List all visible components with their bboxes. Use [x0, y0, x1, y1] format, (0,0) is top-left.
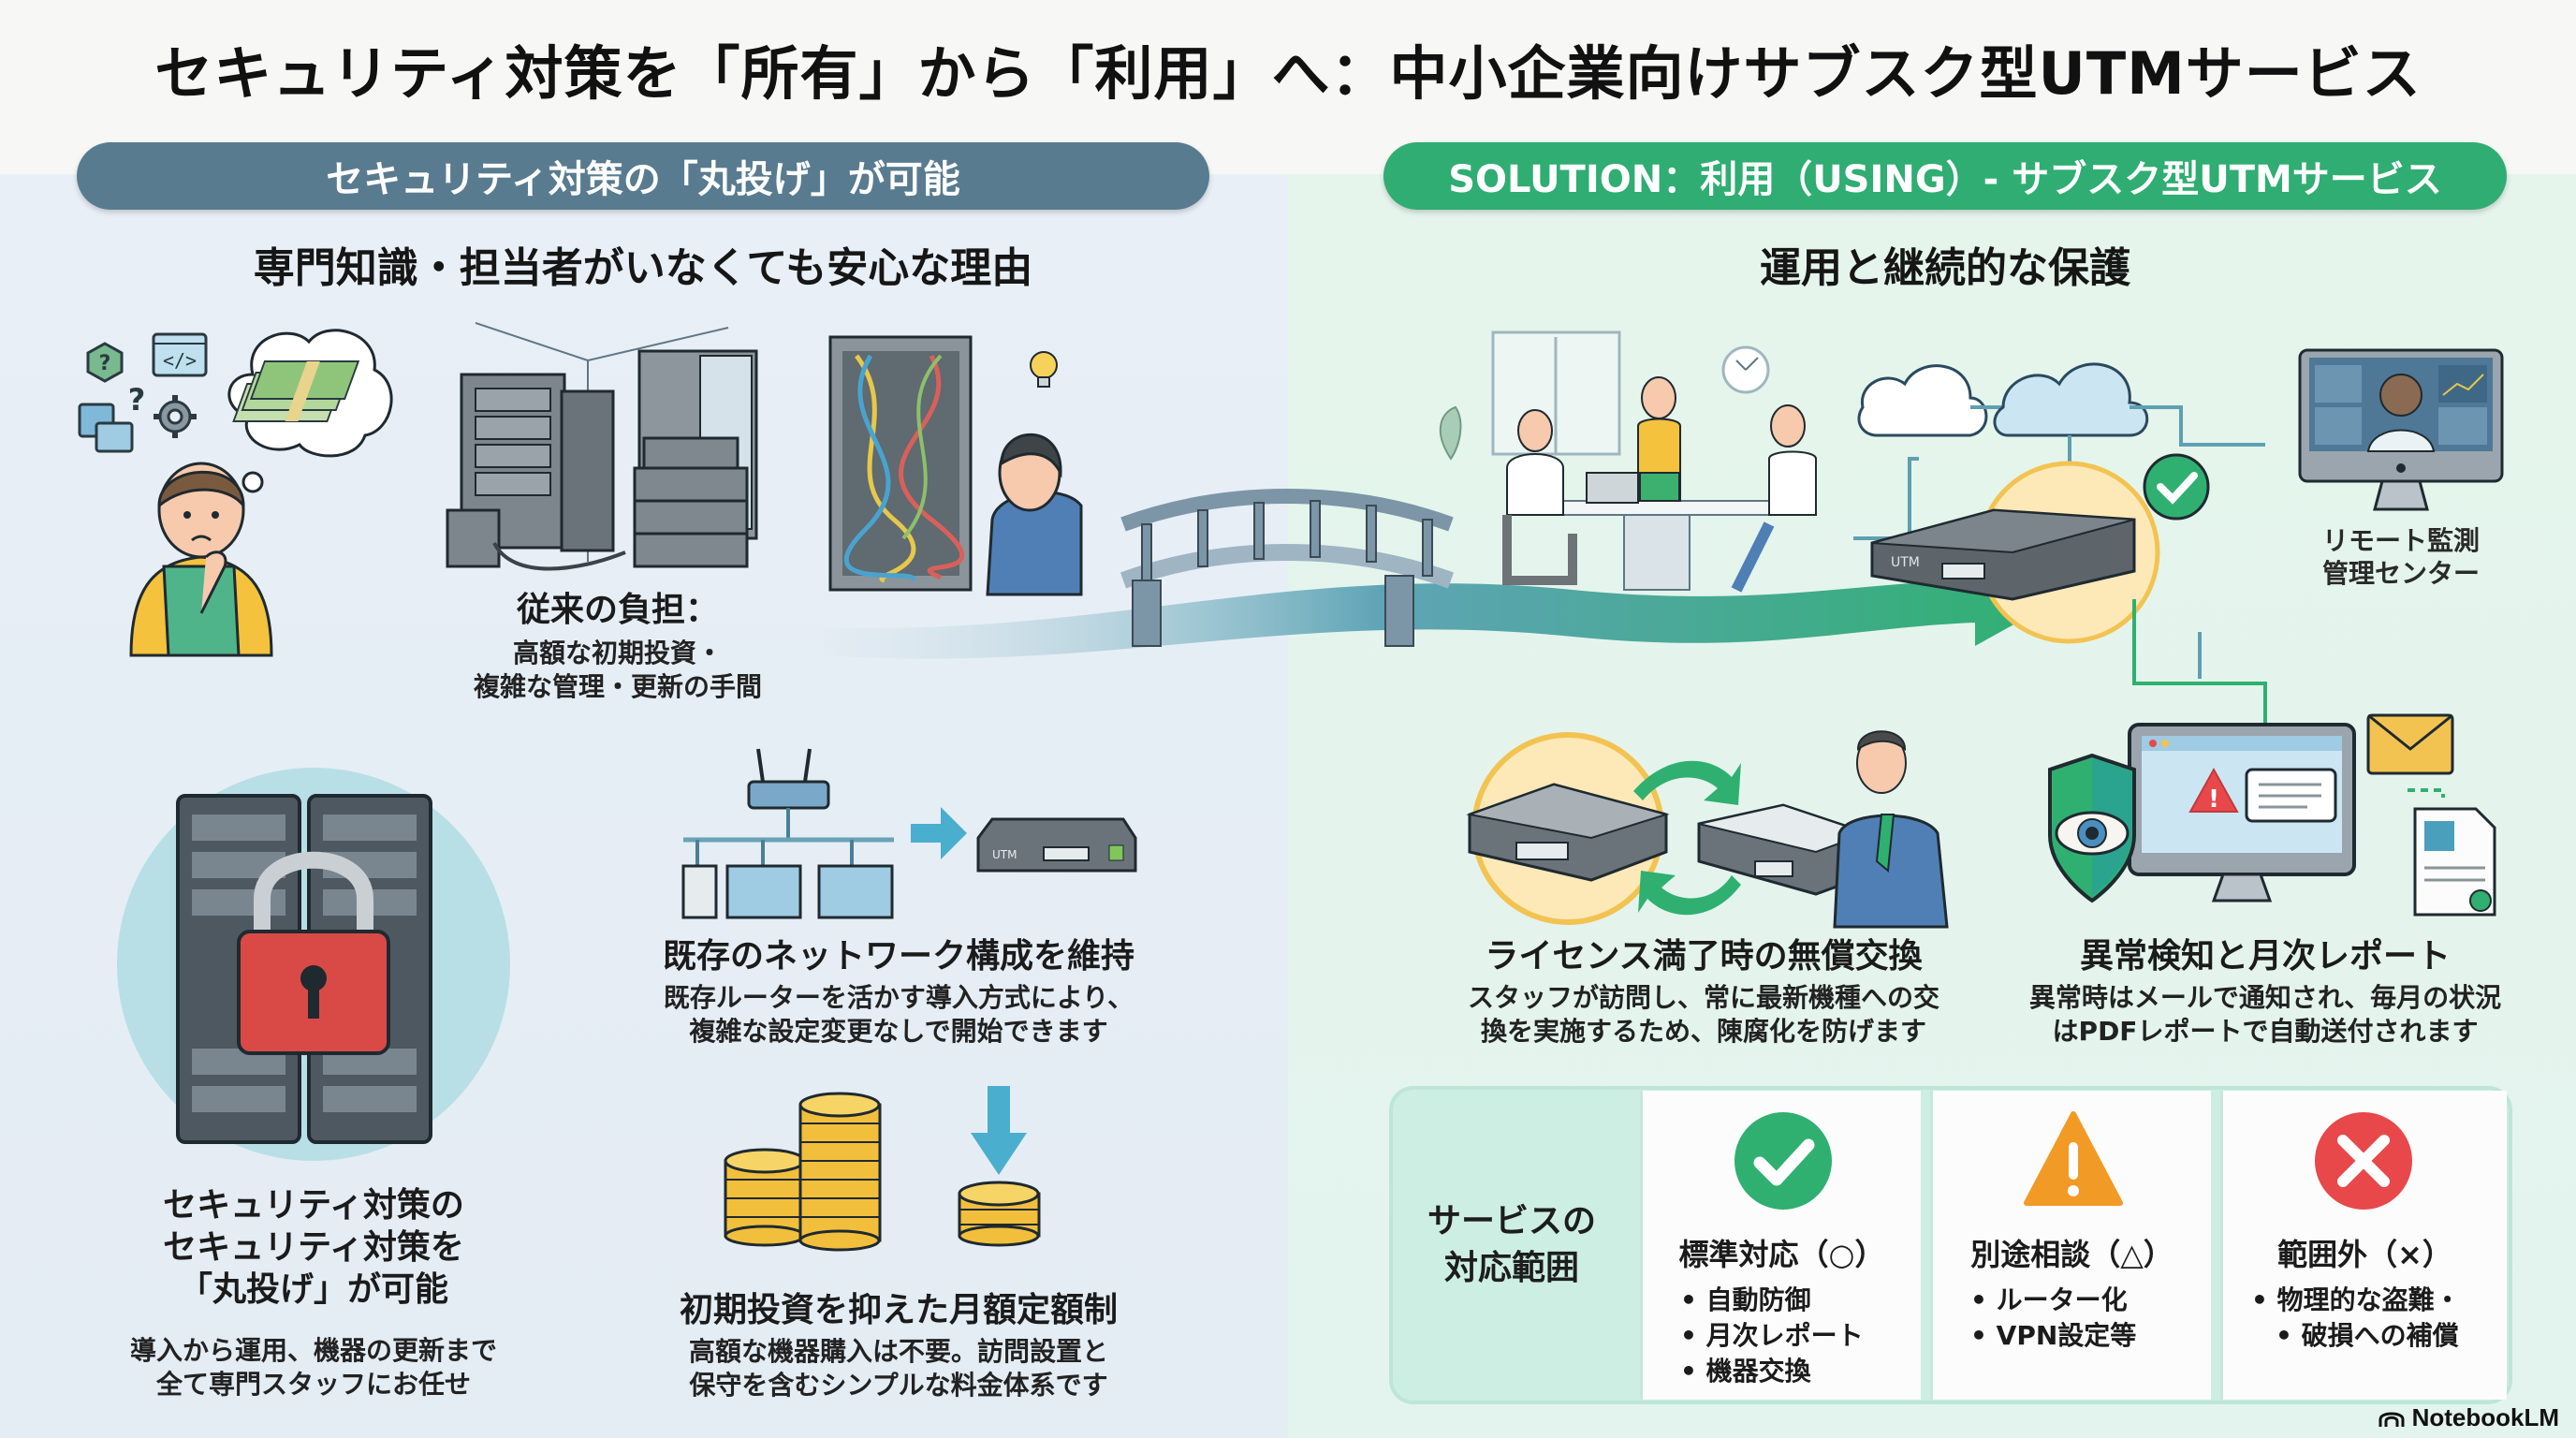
scope-column-excluded: 範囲外（×） 物理的な盗難・ 破損への補償 [2220, 1091, 2507, 1400]
right-section-header: SOLUTION：利用（USING）- サブスク型UTMサービス [1383, 142, 2507, 210]
replacement-body-line: スタッフが訪問し、常に最新機種への交 [1467, 982, 1939, 1013]
monitoring-body-line: はPDFレポートで自動送付されます [2052, 1016, 2479, 1048]
burden-line: 高額な初期投資・ [512, 638, 723, 668]
network-body-line: 既存ルーターを活かす導入方式により、 [663, 982, 1134, 1013]
scope-heading: 範囲外（×） [2277, 1237, 2452, 1272]
network-title: 既存のネットワーク構成を維持 [662, 937, 1134, 976]
monitoring-body-line: 異常時はメールで通知され、毎月の状況 [2028, 982, 2502, 1013]
scope-item: 物理的な盗難・ [2251, 1283, 2461, 1318]
tangled-cables-rack-illustration [828, 335, 1083, 596]
remote-center-label: リモート監測 管理センター [2284, 524, 2518, 590]
thought-bubble-money [227, 329, 393, 508]
outsourcing-body: 導入から運用、機器の更新まで 全て専門スタッフにお任せ [94, 1334, 534, 1402]
service-scope-label: サービスの 対応範囲 [1395, 1198, 1629, 1293]
remote-monitoring-monitor [2298, 348, 2504, 511]
replacement-title: ライセンス満了時の無償交換 [1485, 937, 1923, 976]
x-circle-icon [2315, 1112, 2412, 1210]
outsourcing-body-line: 全て専門スタッフにお任せ [155, 1369, 471, 1401]
burden-line: 複雑な管理・更新の手間 [473, 671, 762, 703]
code-window-icon: </> [152, 332, 208, 377]
outsourcing-title: セキュリティ対策の セキュリティ対策を 「丸投げ」が可能 [103, 1184, 524, 1311]
branding-label: NotebookLM [2411, 1403, 2559, 1431]
check-circle-icon [1734, 1112, 1832, 1210]
anomaly-detection-illustration: ! [2048, 713, 2496, 917]
scope-item-list: 物理的な盗難・ 破損への補償 [2251, 1283, 2461, 1354]
left-subtitle: 専門知識・担当者がいなくても安心な理由 [253, 244, 1033, 292]
coin-stacks-illustration [724, 1086, 1041, 1252]
scope-column-consultation: 別途相談（△） ルーター化 VPN設定等 [1930, 1091, 2211, 1400]
svg-text:</>: </> [163, 349, 197, 372]
notebooklm-branding: NotebookLM [2378, 1403, 2559, 1432]
question-mark-icon: ? [128, 382, 146, 418]
folders-icon [78, 403, 134, 453]
scope-item: VPN設定等 [1970, 1318, 2137, 1354]
scope-item: 月次レポート [1680, 1318, 1864, 1354]
gear-icon [154, 395, 197, 438]
replacement-body-line: 換を実施するため、陳腐化を防げます [1480, 1016, 1926, 1048]
cloud-utm-network: UTM [1853, 362, 2265, 679]
scope-heading: 別途相談（△） [1970, 1237, 2174, 1272]
left-section-header: セキュリティ対策の「丸投げ」が可能 [77, 142, 1209, 210]
scope-heading: 標準対応（○） [1678, 1237, 1885, 1272]
scope-item: ルーター化 [1970, 1283, 2136, 1318]
connector-line [2132, 599, 2267, 730]
existing-network-diagram: UTM [681, 748, 1137, 919]
warning-triangle-icon [2024, 1111, 2123, 1206]
server-room-illustration [446, 322, 758, 571]
monitoring-title: 異常検知と月次レポート [2079, 937, 2451, 976]
locked-servers-illustration [117, 768, 510, 1161]
replacement-body: スタッフが訪問し、常に最新機種への交 換を実施するため、陳腐化を防げます [1432, 981, 1975, 1049]
question-hexagon-icon: ? [86, 342, 124, 383]
svg-text:?: ? [99, 352, 111, 375]
utm-device-label: UTM [992, 848, 1017, 861]
svg-text:!: ! [2208, 785, 2219, 814]
page-title: セキュリティ対策を「所有」から「利用」へ：中小企業向けサブスク型UTMサービス [154, 39, 2422, 108]
worried-person-illustration [129, 462, 273, 657]
scope-item-list: ルーター化 VPN設定等 [1970, 1283, 2137, 1354]
scope-item-list: 自動防御 月次レポート 機器交換 [1680, 1283, 1864, 1388]
scope-column-standard: 標準対応（○） 自動防御 月次レポート 機器交換 [1640, 1091, 1921, 1400]
outsourcing-title-line: 「丸投げ」が可能 [178, 1270, 448, 1309]
scope-item: 自動防御 [1680, 1283, 1864, 1318]
device-replacement-illustration [1466, 730, 1949, 929]
burden-title: 従来の負担： [516, 591, 719, 629]
outsourcing-title-line: セキュリティ対策の [163, 1186, 464, 1225]
service-scope-label-line: 対応範囲 [1443, 1249, 1579, 1288]
office-meeting-illustration [1439, 330, 1817, 593]
remote-center-line: リモート監測 [2321, 525, 2480, 556]
notebooklm-logo-icon [2378, 1412, 2405, 1427]
bridge-transition-illustration [824, 489, 2059, 659]
outsourcing-title-line: セキュリティ対策を [163, 1228, 464, 1267]
pricing-body-line: 保守を含むシンプルな料金体系です [689, 1370, 1108, 1401]
service-scope-label-line: サービスの [1427, 1202, 1596, 1240]
right-subtitle: 運用と継続的な保護 [1760, 244, 2130, 292]
monitoring-body: 異常時はメールで通知され、毎月の状況 はPDFレポートで自動送付されます [1989, 981, 2541, 1049]
scope-item: 機器交換 [1680, 1354, 1864, 1389]
utm-label: UTM [1891, 555, 1920, 570]
remote-center-line: 管理センター [2321, 558, 2480, 589]
network-body-line: 複雑な設定変更なしで開始できます [689, 1016, 1108, 1048]
burden-body: 高額な初期投資・ 複雑な管理・更新の手間 [393, 637, 842, 705]
network-body: 既存ルーターを活かす導入方式により、 複雑な設定変更なしで開始できます [599, 981, 1198, 1049]
scope-item: 破損への補償 [2276, 1318, 2461, 1354]
svg-text:?: ? [128, 382, 146, 418]
pricing-body-line: 高額な機器購入は不要。訪問設置と [688, 1336, 1108, 1367]
pricing-title: 初期投資を抑えた月額定額制 [679, 1291, 1118, 1329]
pricing-body: 高額な機器購入は不要。訪問設置と 保守を含むシンプルな料金体系です [599, 1335, 1198, 1403]
outsourcing-body-line: 導入から運用、機器の更新まで [129, 1335, 497, 1366]
